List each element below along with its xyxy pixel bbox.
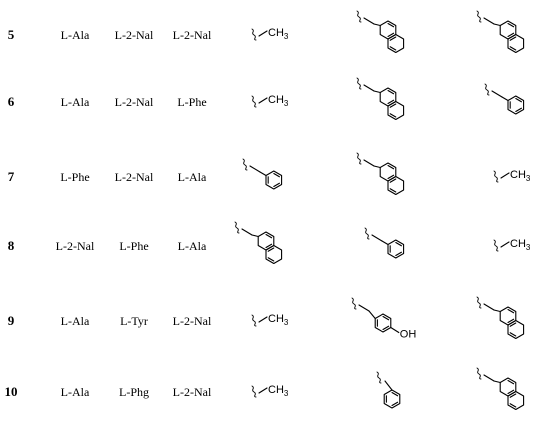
residue-1: L-Ala xyxy=(60,94,90,109)
substituent-3: CH3 xyxy=(470,211,550,281)
residue-1: L-2-Nal xyxy=(55,238,95,253)
methyl-structure: CH3 xyxy=(251,94,289,108)
naphthylmethyl-structure xyxy=(476,296,525,340)
residue-3: L-Ala xyxy=(177,169,207,184)
table-row: 7 L-Phe L-2-Nal L-Ala CH3 xyxy=(0,142,550,212)
hydroxyl-label: OH xyxy=(400,329,417,341)
compound-number: 5 xyxy=(7,27,15,42)
substituent-2 xyxy=(350,142,440,212)
substituent-3: CH3 xyxy=(470,142,550,212)
substituent-1: CH3 xyxy=(228,0,318,70)
residue-2: L-2-Nal xyxy=(114,169,154,184)
residue-3: L-Ala xyxy=(177,238,207,253)
compound-number: 7 xyxy=(7,169,15,184)
residue-3: L-2-Nal xyxy=(172,313,212,328)
methyl-structure: CH3 xyxy=(251,384,289,398)
methyl-structure: CH3 xyxy=(251,27,289,41)
methyl-structure: CH3 xyxy=(251,313,289,327)
residue-1: L-Ala xyxy=(60,313,90,328)
residue-1: L-Ala xyxy=(60,27,90,42)
residue-3: L-2-Nal xyxy=(172,384,212,399)
residue-1: L-Phe xyxy=(60,169,90,184)
naphthylmethyl-structure xyxy=(356,10,405,54)
table-row: 8 L-2-Nal L-Phe L-Ala CH3 xyxy=(0,211,550,281)
residue-3: L-Phe xyxy=(177,94,207,109)
naphthylmethyl-structure xyxy=(356,77,405,121)
table-row: 6 L-Ala L-2-Nal L-Phe CH3 xyxy=(0,67,550,137)
benzyl-structure xyxy=(364,227,405,259)
residue-3: L-2-Nal xyxy=(172,27,212,42)
residue-2: L-2-Nal xyxy=(114,94,154,109)
phenyl-structure xyxy=(376,371,401,409)
benzyl-structure xyxy=(484,83,525,115)
methyl-label: CH3 xyxy=(268,94,289,108)
naphthylmethyl-structure xyxy=(234,221,283,265)
substituent-2: OH xyxy=(350,286,440,356)
substituent-2 xyxy=(350,0,440,70)
substituent-1 xyxy=(228,211,318,281)
naphthylmethyl-structure xyxy=(476,367,525,411)
substituent-2 xyxy=(350,211,440,281)
naphthylmethyl-structure xyxy=(356,152,405,196)
substituent-1 xyxy=(228,142,318,212)
table-row: 9 L-Ala L-Tyr L-2-Nal CH3 OH xyxy=(0,286,550,356)
methyl-label: CH3 xyxy=(268,313,289,327)
compound-number: 8 xyxy=(7,238,15,253)
substituent-3 xyxy=(470,67,550,137)
methyl-label: CH3 xyxy=(510,169,531,183)
compound-number: 9 xyxy=(7,313,15,328)
residue-1: L-Ala xyxy=(60,384,90,399)
substituent-2 xyxy=(350,357,440,427)
table-row: 5 L-Ala L-2-Nal L-2-Nal CH3 xyxy=(0,0,550,70)
residue-2: L-2-Nal xyxy=(114,27,154,42)
substituent-3 xyxy=(470,357,550,427)
residue-2: L-Tyr xyxy=(120,313,148,328)
substituent-2 xyxy=(350,67,440,137)
methyl-label: CH3 xyxy=(268,27,289,41)
hydroxybenzyl-structure: OH xyxy=(351,297,417,341)
substituent-1: CH3 xyxy=(228,67,318,137)
compound-number: 6 xyxy=(7,94,15,109)
table-row: 10 L-Ala L-Phg L-2-Nal CH3 xyxy=(0,357,550,427)
substituent-3 xyxy=(470,286,550,356)
substituent-1: CH3 xyxy=(228,286,318,356)
methyl-structure: CH3 xyxy=(493,238,531,252)
naphthylmethyl-structure xyxy=(476,10,525,54)
substituent-3 xyxy=(470,0,550,70)
methyl-label: CH3 xyxy=(268,384,289,398)
benzyl-structure xyxy=(242,158,283,190)
residue-2: L-Phg xyxy=(119,384,149,399)
residue-2: L-Phe xyxy=(119,238,149,253)
methyl-structure: CH3 xyxy=(493,169,531,183)
compound-number: 10 xyxy=(4,384,18,399)
methyl-label: CH3 xyxy=(510,238,531,252)
substituent-1: CH3 xyxy=(228,357,318,427)
